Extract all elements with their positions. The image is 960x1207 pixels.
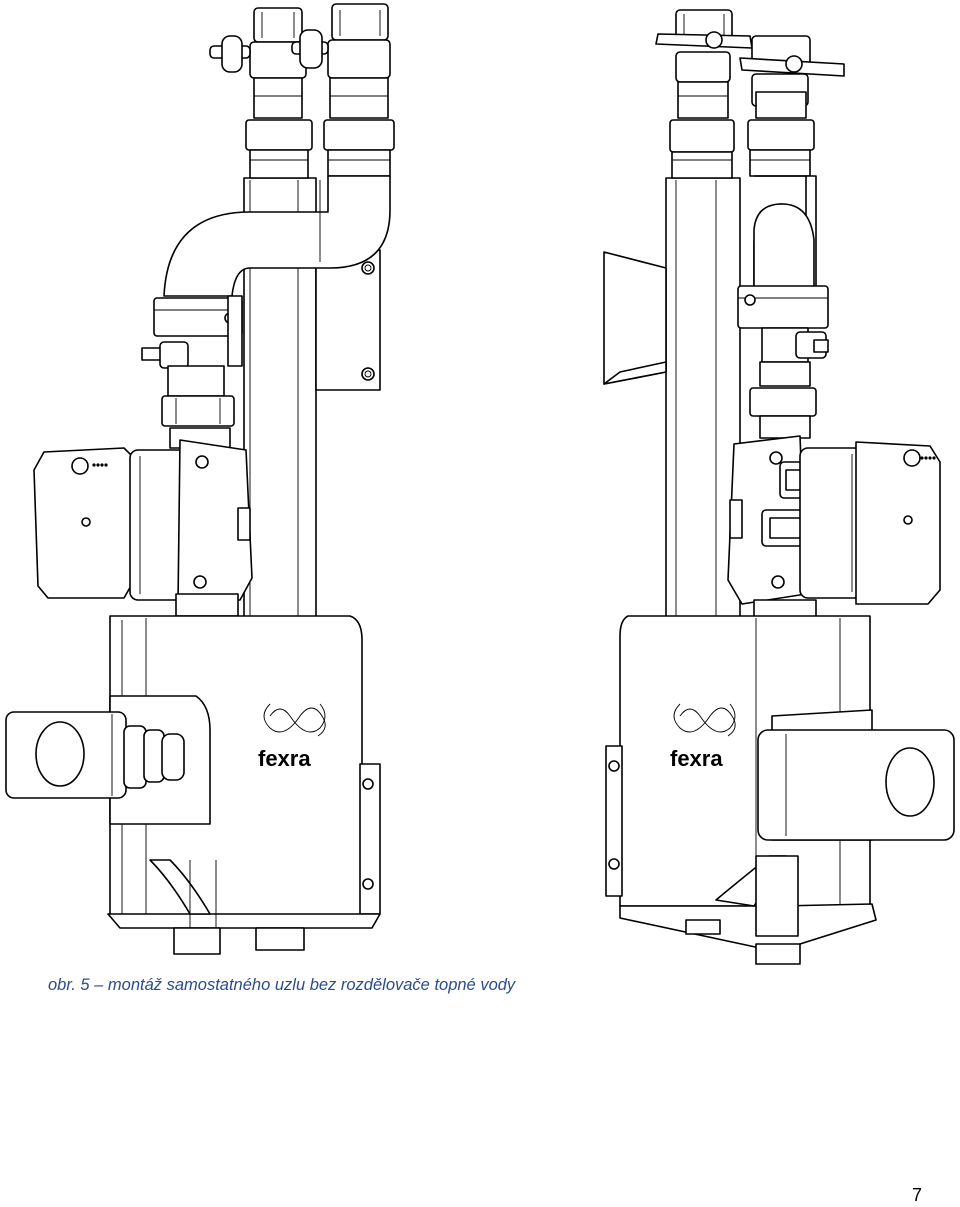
top-valve-left — [209, 7, 313, 179]
valve-actuator-right — [757, 709, 955, 841]
fexra-logo-left: fexra — [258, 703, 326, 771]
top-valve-right — [291, 3, 395, 177]
figure-caption: obr. 5 – montáž samostatného uzlu bez ro… — [48, 976, 516, 994]
logo-text-right: fexra — [670, 746, 723, 771]
circulation-pump-right — [727, 435, 941, 623]
top-valve-right-2 — [739, 35, 845, 177]
page-number: 7 — [911, 1185, 922, 1205]
illustration-left-unit: fexra — [0, 0, 480, 975]
valve-actuator-left — [5, 695, 211, 825]
logo-text-left: fexra — [258, 746, 311, 771]
top-valve-right-1 — [655, 9, 753, 179]
mixing-box-left: fexra — [109, 615, 381, 917]
fexra-logo-right: fexra — [670, 703, 736, 771]
illustration-right-unit: fexra — [480, 0, 960, 975]
circulation-pump-left — [33, 439, 253, 617]
